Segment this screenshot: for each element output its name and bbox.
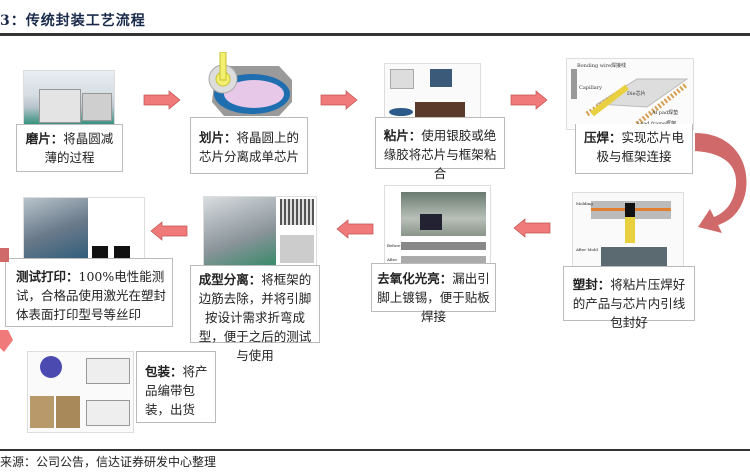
step-caption-dicing: 划片：将晶圆上的芯片分离成单芯片 (190, 117, 308, 174)
step-caption-plating: 去氧化光亮：漏出引脚上镀锡，便于贴板焊接 (371, 263, 496, 324)
footer-divider (0, 449, 750, 451)
svg-text:Al pad焊垫: Al pad焊垫 (651, 109, 678, 116)
wire-bonding-image: Bonding wire焊接线 Capillary Die芯片 Al pad焊垫… (566, 58, 694, 130)
curved-arrow-down-icon (695, 133, 747, 233)
arrow-left-icon (513, 218, 551, 238)
wafer-dicing-icon (208, 52, 292, 116)
packing-image (27, 351, 134, 433)
svg-text:Bonding wire焊接线: Bonding wire焊接线 (577, 62, 626, 69)
svg-text:Lead frame框架: Lead frame框架 (637, 120, 676, 127)
title-divider (0, 33, 750, 36)
arrow-left-edge-icon (0, 248, 9, 262)
arrow-left-icon (150, 221, 188, 241)
step-caption-packing: 包装：将产品编带包装，出货 (136, 351, 216, 423)
source-note: 来源：公司公告，信达证券研发中心整理 (0, 455, 217, 469)
arrow-left-icon (336, 219, 374, 239)
svg-text:Die芯片: Die芯片 (627, 90, 646, 97)
figure-title: 3：传统封装工艺流程 (0, 13, 146, 29)
step-caption-grinding: 磨片：将晶圆减薄的过程 (16, 124, 123, 172)
test-print-image (23, 197, 145, 264)
arrow-down-right-icon (0, 330, 13, 352)
trim-form-image (203, 196, 317, 266)
molding-image: Molding After Mold (572, 192, 684, 272)
plating-image: Before After (384, 185, 491, 267)
dicing-image (204, 52, 294, 120)
svg-text:Capillary: Capillary (579, 85, 602, 91)
wire-bonding-diagram: Bonding wire焊接线 Capillary Die芯片 Al pad焊垫… (571, 62, 689, 127)
step-caption-molding: 塑封：将粘片压焊好的产品与芯片内引线包封好 (563, 266, 695, 330)
die-attach-image (384, 63, 481, 125)
arrow-right-icon (510, 90, 548, 110)
step-caption-wire-bonding: 压焊：实现芯片电极与框架连接 (575, 124, 693, 174)
arrow-right-icon (320, 90, 358, 110)
step-caption-trim-form: 成型分离：将框架的边筋去除，并将引脚按设计需求折弯成型，便于之后的测试与使用 (190, 265, 320, 363)
grinding-image (23, 70, 115, 132)
arrow-right-icon (143, 90, 181, 110)
step-caption-test-print: 测试打印：100%电性能测试，合格品使用激光在塑封体表面打印型号等丝印 (5, 258, 173, 327)
step-caption-die-attach: 粘片：使用银胶或绝缘胶将芯片与框架粘合 (375, 117, 505, 181)
